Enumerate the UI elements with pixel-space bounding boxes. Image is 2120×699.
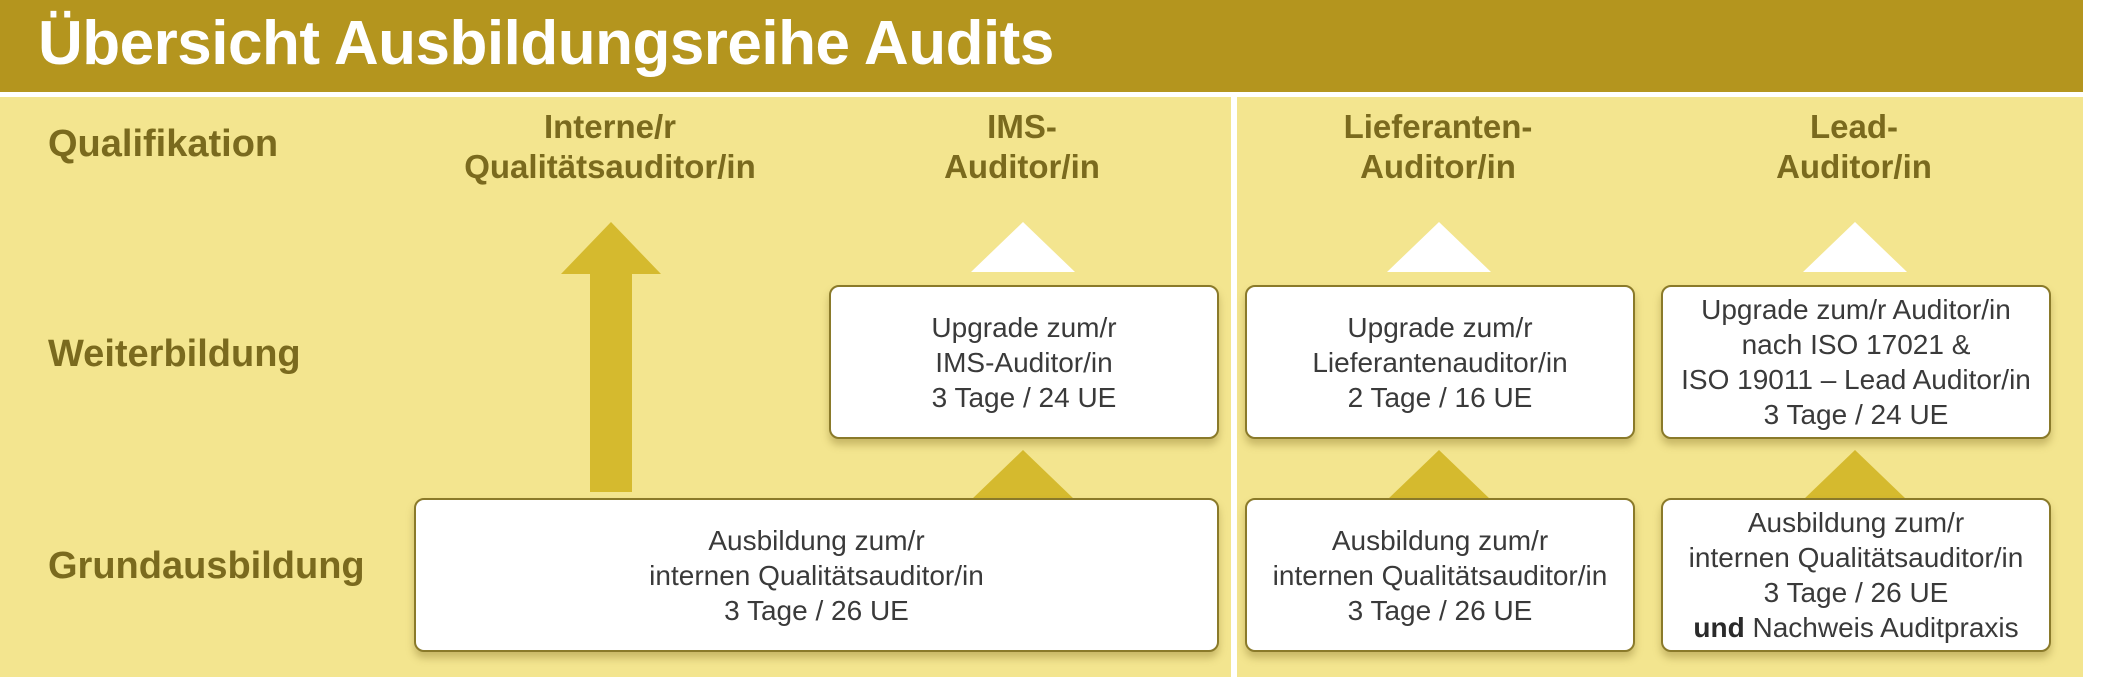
box-text-line: internen Qualitätsauditor/in [649,559,984,591]
box-text-line: Ausbildung zum/r [1331,524,1549,556]
box-text-line: Lieferantenauditor/in [1312,346,1568,378]
column-heading-line: Lead- [1809,108,1898,145]
box-text-line: Upgrade zum/r [1347,311,1533,343]
column-heading-internal-auditor: Interne/r Qualitätsauditor/in [430,107,790,187]
box-text-line: internen Qualitätsauditor/in [1688,542,2024,573]
box-text-rest: Nachweis Auditpraxis [1744,612,2019,643]
box-lead-upgrade: Upgrade zum/r Auditor/in nach ISO 17021 … [1661,285,2051,439]
page-title: Übersicht Ausbildungsreihe Audits [38,9,1054,78]
box-text-line: 2 Tage / 16 UE [1347,381,1533,413]
triangle-up-icon [1803,450,1907,500]
box-text-line: Ausbildung zum/r [708,524,925,556]
column-heading-line: Auditor/in [944,148,1100,185]
column-heading-line: IMS- [987,108,1057,145]
column-heading-supplier-auditor: Lieferanten- Auditor/in [1258,107,1618,187]
box-text-line: 3 Tage / 26 UE [1347,594,1533,626]
box-text-line: internen Qualitätsauditor/in [1272,559,1608,591]
arrow-shaft [590,270,632,492]
box-text-line: ISO 19011 – Lead Auditor/in [1681,364,2031,395]
triangle-up-icon [971,222,1075,272]
box-text-line: 3 Tage / 26 UE [724,594,909,626]
triangle-up-icon [1387,450,1491,500]
triangle-up-icon [1387,222,1491,272]
row-label-qualification: Qualifikation [48,123,279,165]
triangle-up-icon [971,450,1075,500]
row-label-basic-training: Grundausbildung [48,545,365,587]
box-text-bold: und [1693,612,1745,643]
box-supplier-upgrade: Upgrade zum/r Lieferantenauditor/in 2 Ta… [1245,285,1635,439]
box-text-line: Upgrade zum/r Auditor/in [1701,294,2011,325]
box-basic-internal-auditor: Ausbildung zum/r internen Qualitätsaudit… [414,498,1219,652]
row-label-further-training: Weiterbildung [48,333,301,375]
arrow-up-icon [561,222,661,274]
box-text-line: und Nachweis Auditpraxis [1693,610,2018,645]
box-text-line: Ausbildung zum/r [1747,507,1965,538]
column-heading-line: Qualitätsauditor/in [464,148,756,185]
column-heading-line: Lieferanten- [1343,108,1533,145]
column-heading-line: Auditor/in [1360,148,1516,185]
box-basic-lead: Ausbildung zum/r internen Qualitätsaudit… [1661,498,2051,652]
box-text-line: nach ISO 17021 & [1741,329,1971,360]
box-text-line: Upgrade zum/r [931,311,1117,343]
triangle-up-icon [1803,222,1907,272]
box-text-line: IMS-Auditor/in [935,346,1113,378]
column-heading-ims-auditor: IMS- Auditor/in [842,107,1202,187]
column-heading-line: Interne/r [543,108,677,145]
box-text-line: 3 Tage / 26 UE [1763,577,1949,608]
column-heading-lead-auditor: Lead- Auditor/in [1674,107,2034,187]
header-bar: Übersicht Ausbildungsreihe Audits [0,0,2083,92]
box-text-line: 3 Tage / 24 UE [931,381,1117,413]
box-ims-upgrade: Upgrade zum/r IMS-Auditor/in 3 Tage / 24… [829,285,1219,439]
column-heading-line: Auditor/in [1776,148,1932,185]
box-basic-supplier: Ausbildung zum/r internen Qualitätsaudit… [1245,498,1635,652]
box-text-line: 3 Tage / 24 UE [1763,399,1949,430]
